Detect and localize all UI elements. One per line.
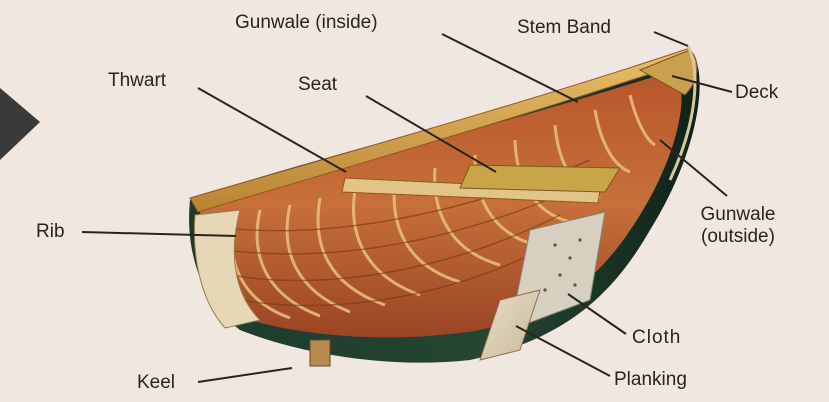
label-stem-band: Stem Band	[517, 17, 611, 39]
leader-thwart	[198, 88, 346, 172]
leader-keel	[198, 368, 292, 382]
seat-piece	[460, 165, 620, 192]
corner-marker	[0, 88, 40, 160]
label-thwart: Thwart	[108, 70, 166, 92]
label-gunwale-inside: Gunwale (inside)	[235, 12, 378, 34]
label-gunwale-outside-line1: Gunwale	[683, 204, 793, 226]
label-planking: Planking	[614, 369, 687, 391]
leader-planking	[516, 326, 610, 376]
keel-piece	[310, 340, 330, 366]
label-keel: Keel	[137, 372, 175, 394]
label-rib: Rib	[36, 221, 65, 243]
inner-hull	[200, 70, 682, 337]
leader-gunwale-inside	[442, 34, 578, 102]
label-deck: Deck	[735, 82, 778, 104]
label-seat: Seat	[298, 74, 337, 96]
label-gunwale-outside-line2: (outside)	[683, 226, 793, 248]
label-gunwale-outside: Gunwale (outside)	[683, 204, 793, 248]
label-cloth: Cloth	[632, 327, 681, 349]
leader-stem-band	[654, 32, 688, 46]
